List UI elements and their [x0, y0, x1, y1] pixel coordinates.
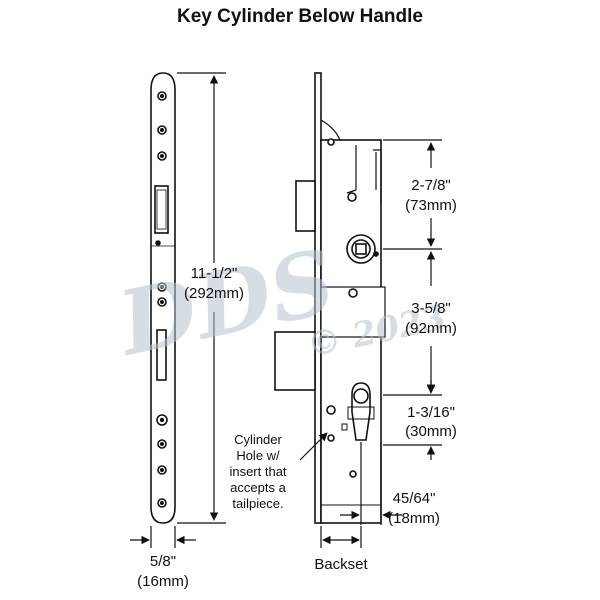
faceplate-front-view — [150, 72, 176, 524]
latch-opening — [154, 185, 169, 234]
spindle-hub — [346, 234, 376, 264]
latch-to-spindle-metric: (73mm) — [405, 197, 457, 214]
faceplate-width-dimension — [130, 526, 196, 548]
cylinder-note: Cylinder Hole w/ insert that accepts a t… — [229, 432, 286, 511]
deadbolt — [274, 331, 316, 391]
cylinder-offset-dimension — [340, 442, 402, 525]
cylinder-note-line: Cylinder — [234, 432, 282, 447]
cylinder-note-leader — [299, 432, 328, 461]
cylinder-hole — [347, 382, 375, 441]
cylinder-note-line: accepts a — [230, 480, 286, 495]
spindle-to-bolt-metric: (92mm) — [405, 320, 457, 337]
cylinder-offset-metric: (18mm) — [388, 510, 440, 527]
backset-dimension — [320, 526, 362, 548]
faceplate-screw-holes — [156, 91, 168, 508]
latch-bolt — [295, 180, 316, 232]
dimension-labels: 11-1/2" (292mm) 2-7/8" (73mm) 3-5/8" (92… — [137, 177, 457, 590]
spindle-to-bolt-imperial: 3-5/8" — [411, 300, 451, 317]
lock-body-side-view — [274, 72, 386, 524]
cylinder-note-line: Hole w/ — [236, 448, 280, 463]
cylinder-note-line: tailpiece. — [232, 496, 283, 511]
bolt-to-cylinder-imperial: 1-3/16" — [407, 404, 455, 421]
overall-length-dimension — [177, 72, 226, 524]
backset-label: Backset — [314, 556, 368, 573]
faceplate-width-metric: (16mm) — [137, 573, 189, 590]
deadbolt-opening — [156, 329, 167, 381]
faceplate-width-imperial: 5/8" — [150, 553, 176, 570]
cylinder-offset-imperial: 45/64" — [393, 490, 436, 507]
overall-length-imperial: 11-1/2" — [191, 265, 238, 282]
diagram-title: Key Cylinder Below Handle — [176, 6, 423, 27]
bolt-to-cylinder-metric: (30mm) — [405, 423, 457, 440]
right-dimension-lines — [383, 139, 442, 460]
cylinder-note-line: insert that — [229, 464, 286, 479]
overall-length-metric: (292mm) — [184, 285, 244, 302]
latch-to-spindle-imperial: 2-7/8" — [411, 177, 451, 194]
